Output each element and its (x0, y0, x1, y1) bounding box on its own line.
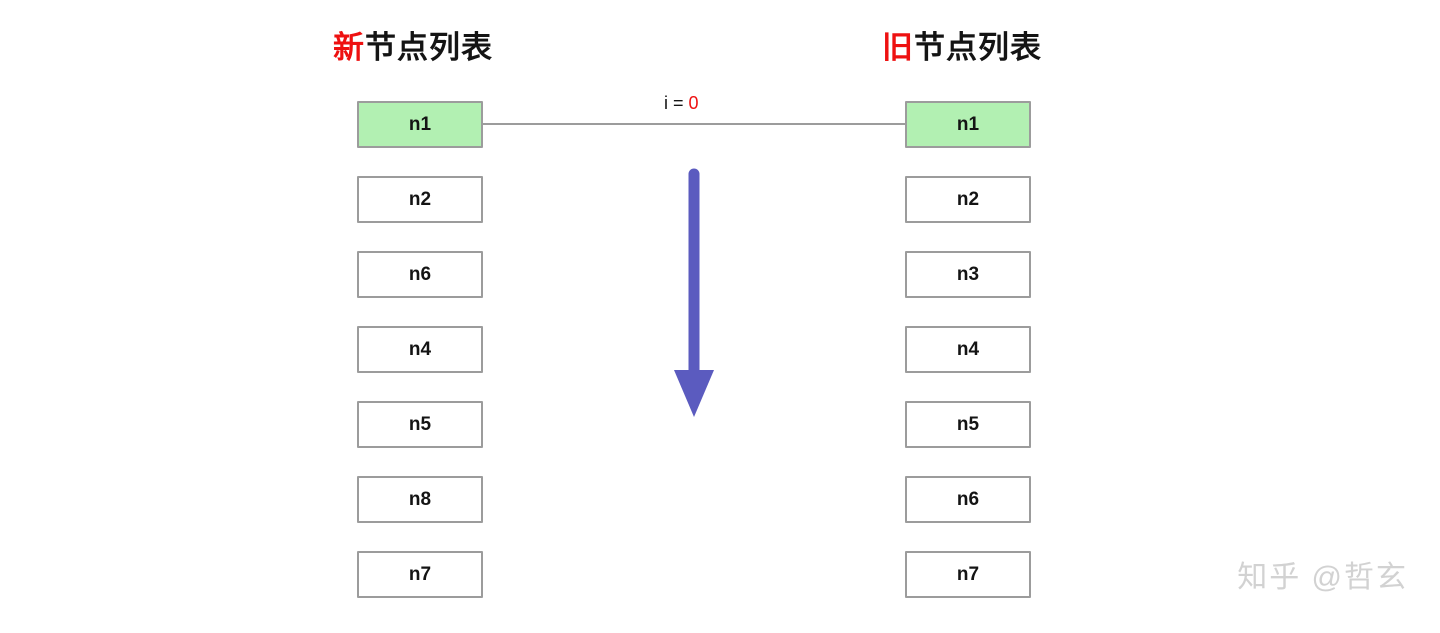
iteration-prefix: i = (664, 93, 689, 113)
old-list-node-label: n5 (956, 413, 980, 435)
old-list-node-label: n2 (956, 188, 980, 210)
new-list-node-label: n7 (408, 563, 432, 585)
old-list-title: 旧节点列表 (882, 28, 1042, 68)
new-list-node-box[interactable]: n6 (357, 251, 483, 298)
new-list-node-label: n4 (408, 338, 432, 360)
new-list-node-box[interactable]: n7 (357, 551, 483, 598)
old-list-node-box[interactable]: n5 (905, 401, 1031, 448)
old-list-node-label: n6 (956, 488, 980, 510)
old-list-node-box[interactable]: n2 (905, 176, 1031, 223)
new-list-node-box[interactable]: n4 (357, 326, 483, 373)
old-list-node-label: n3 (956, 263, 980, 285)
new-list-title: 新节点列表 (333, 28, 493, 68)
new-list-node-box[interactable]: n5 (357, 401, 483, 448)
new-list-node-label: n1 (408, 113, 432, 135)
old-list-node-box[interactable]: n3 (905, 251, 1031, 298)
old-list-node-box[interactable]: n7 (905, 551, 1031, 598)
old-list-node-box[interactable]: n6 (905, 476, 1031, 523)
new-list-node-box[interactable]: n8 (357, 476, 483, 523)
old-list-node-box[interactable]: n1 (905, 101, 1031, 148)
watermark: 知乎 @哲玄 (1237, 561, 1408, 594)
new-list-node-label: n8 (408, 488, 432, 510)
old-list-node-label: n4 (956, 338, 980, 360)
old-list-node-label: n1 (956, 113, 980, 135)
old-list-node-label: n7 (956, 563, 980, 585)
old-list-title-accent: 旧 (882, 30, 914, 65)
new-list-node-label: n5 (408, 413, 432, 435)
new-list-title-rest: 节点列表 (365, 30, 493, 65)
old-list-title-rest: 节点列表 (914, 30, 1042, 65)
new-list-node-label: n2 (408, 188, 432, 210)
traversal-direction-arrow (674, 168, 714, 417)
new-list-node-box[interactable]: n1 (357, 101, 483, 148)
new-list-title-accent: 新 (333, 30, 365, 65)
iteration-value: 0 (688, 93, 699, 113)
new-list-node-box[interactable]: n2 (357, 176, 483, 223)
old-list-node-box[interactable]: n4 (905, 326, 1031, 373)
match-connector-line (483, 123, 905, 125)
iteration-index-label: i = 0 (664, 93, 699, 114)
new-list-node-label: n6 (408, 263, 432, 285)
